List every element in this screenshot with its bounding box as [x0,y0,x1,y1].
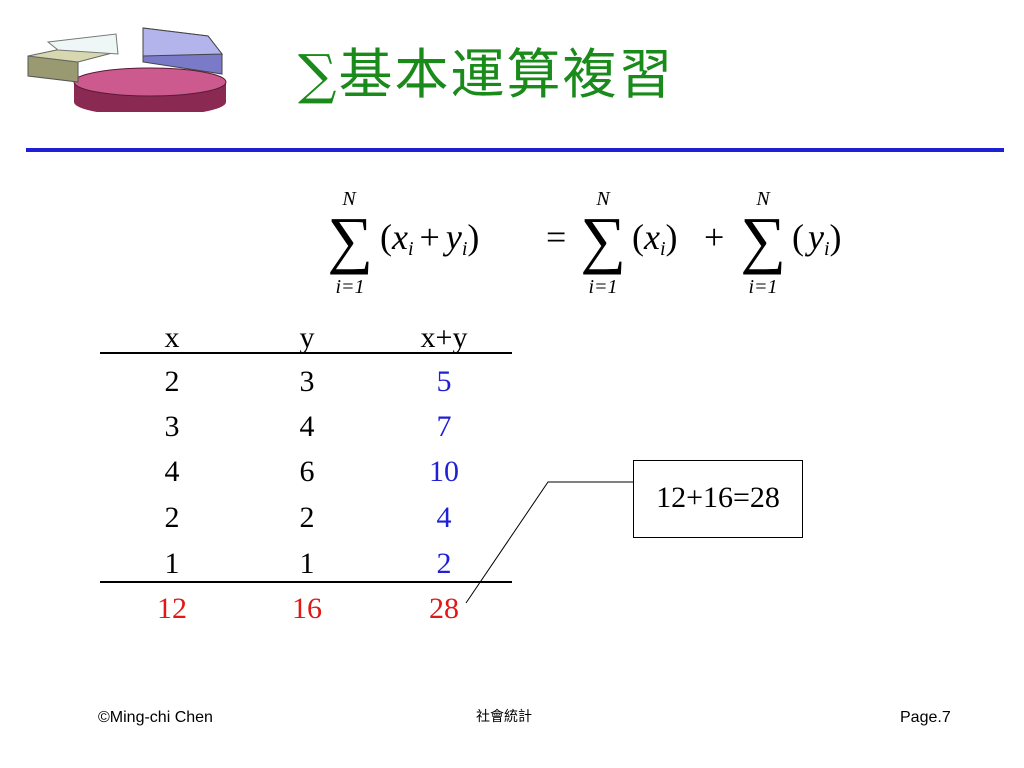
svg-text:∑: ∑ [580,204,626,275]
svg-text:(xi): (xi) [632,217,678,260]
footer-author: ©Ming-chi Chen [98,709,213,726]
header-xy: x+y [420,321,468,354]
svg-text:i=1: i=1 [748,276,777,298]
title-divider [26,148,1004,152]
header-y: y [299,321,315,354]
svg-text:N: N [595,188,611,210]
svg-text:i=1: i=1 [588,276,617,298]
footer-page-number: Page.7 [900,709,951,726]
sigma-1: ∑ [327,204,373,275]
footer-course: 社會統計 [476,709,532,725]
header-x: x [164,321,180,354]
svg-text:+: + [704,217,724,257]
total-y: 16 [292,592,322,625]
svg-text:i=1: i=1 [335,276,364,298]
svg-text:N: N [755,188,771,210]
total-x: 12 [157,592,187,625]
header-rule [100,352,512,354]
totals-rule [100,581,512,583]
svg-text:(yi): (yi) [792,217,842,260]
summation-formula: N ∑ i=1 (xi+yi) = N ∑ i=1 (xi) + N ∑ i=1… [327,188,842,298]
callout-box: 12+16=28 [633,460,803,538]
svg-text:=: = [546,217,566,257]
svg-text:∑: ∑ [740,204,786,275]
pie-chart-logo-icon [27,27,227,112]
sum-upper-1: N [341,188,357,210]
svg-text:(xi+yi): (xi+yi) [380,217,479,260]
total-xy: 28 [429,592,459,625]
slide-title: ∑基本運算複習 [298,43,675,106]
sum-lower-1: i=1 [335,276,364,298]
